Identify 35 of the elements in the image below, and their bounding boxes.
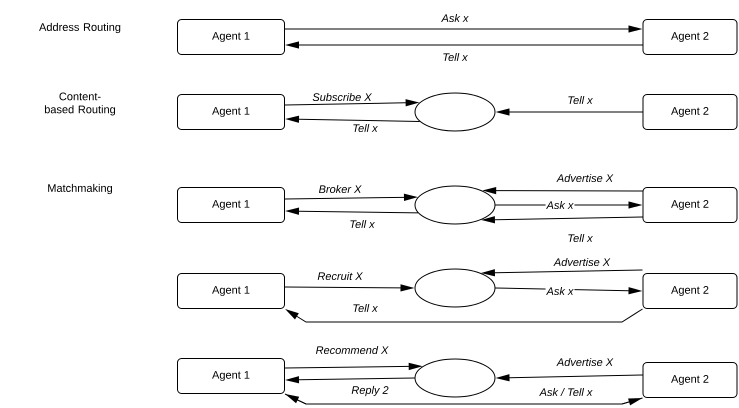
edge-label: Ask x [546, 286, 574, 296]
edge-label: Reply 2 [350, 384, 390, 398]
edge-label: Tell x [351, 122, 379, 134]
matchmaker-ellipse [414, 268, 496, 308]
agent-box: Agent 2 [642, 273, 738, 309]
edge-label: Recruit X [316, 270, 364, 282]
edge-label: Advertise X [556, 356, 614, 368]
agent-box: Agent 2 [642, 19, 738, 55]
edge-label: Broker X [318, 184, 362, 194]
agent-box: Agent 2 [642, 362, 738, 398]
agent-box: Agent 1 [177, 358, 285, 394]
agent-box: Agent 1 [177, 19, 285, 55]
edge-label: Subscribe X [311, 92, 373, 102]
agent-box: Agent 1 [177, 94, 285, 130]
agent-box: Agent 1 [177, 273, 285, 309]
edge-label: Tell x [348, 218, 376, 230]
matchmaker-ellipse [414, 92, 496, 132]
edge-label: Recommend X [314, 344, 390, 356]
matchmaker-ellipse [414, 186, 496, 224]
edge-label: Advertise X [552, 256, 612, 268]
agent-box: Agent 2 [642, 94, 738, 130]
edge-label: Tell x [351, 302, 379, 314]
edge-label: Ask x [546, 200, 574, 210]
edge-label: Ask / Tell x [538, 386, 594, 398]
edge-label: Tell x [441, 52, 469, 62]
row-heading: Matchmaking [48, 184, 112, 194]
row-heading: Address Routing [39, 22, 120, 34]
agent-box: Agent 1 [177, 187, 285, 223]
edge-label: Tell x [566, 94, 594, 106]
edge-label: Tell x [566, 232, 594, 244]
edge-label: Advertise X [556, 172, 614, 184]
edge-label: Ask x [440, 12, 470, 24]
agent-box: Agent 2 [642, 187, 738, 223]
matchmaker-ellipse [414, 358, 496, 398]
row-heading: Content-based Routing [44, 92, 116, 116]
